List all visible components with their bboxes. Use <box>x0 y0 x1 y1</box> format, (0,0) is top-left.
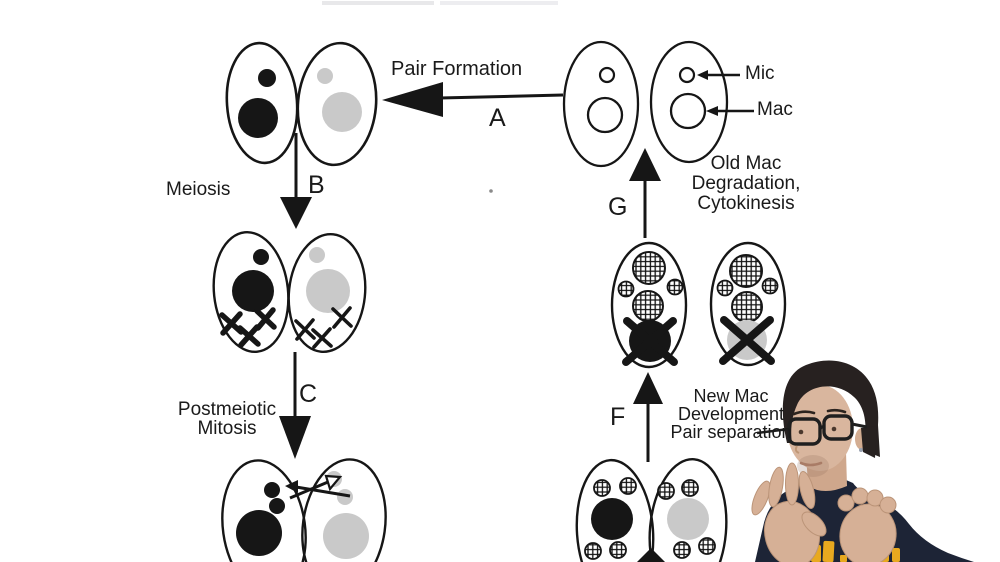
new-mac-line3: Pair separation <box>670 422 792 442</box>
macronucleus-disc <box>236 510 282 556</box>
mac-outline-circle <box>669 92 707 130</box>
presenter-hair <box>782 360 880 457</box>
earring <box>859 448 863 452</box>
micronucleus-crosshatch <box>761 277 779 295</box>
developing-mac-crosshatch <box>729 254 763 288</box>
presenter-eyebrows <box>792 408 847 416</box>
macronucleus-disc-gray <box>322 92 362 132</box>
label-step-a: A <box>489 104 506 132</box>
presenter-hands <box>751 462 897 562</box>
gametic-nucleus-dot <box>264 482 280 498</box>
mic-outline-circle <box>678 66 696 84</box>
meiotic-product-crosses-thin <box>294 306 353 349</box>
macronucleus-disc-gray <box>306 269 350 313</box>
micronucleus-dot-gray <box>317 68 333 84</box>
cell-outline <box>221 459 307 562</box>
arrow-a-pair-formation <box>382 82 564 117</box>
cell-pair-fertilization <box>575 457 728 562</box>
new-mac-line1: New Mac <box>693 386 769 406</box>
arrow-c-postmeiotic <box>279 352 311 459</box>
presenter-eye <box>831 426 837 432</box>
micronucleus-crosshatch <box>716 279 734 297</box>
cell-pair-exconjugants <box>562 40 729 168</box>
arrow-b-meiosis <box>280 133 312 229</box>
presenter-nose <box>794 445 800 454</box>
postmeiotic-line1: Postmeiotic <box>177 399 277 420</box>
old-mac-line1: Old Mac <box>710 153 782 174</box>
mac-outline-circle <box>586 96 624 134</box>
new-mac-line2: Development <box>677 404 785 424</box>
macronucleus-disc <box>232 270 274 312</box>
presenter-webcam <box>751 360 974 562</box>
developing-mac-crosshatch <box>632 290 664 322</box>
stray-dot <box>489 189 493 193</box>
macronucleus-disc-gray <box>323 513 369 559</box>
label-step-g: G <box>608 193 628 221</box>
old-mac-line2: Degradation, <box>691 173 801 194</box>
label-meiosis: Meiosis <box>166 179 231 200</box>
degrading-mac-x-gray <box>719 316 775 365</box>
label-mac: Mac <box>757 99 793 120</box>
arrow-f-new-mac <box>633 372 663 462</box>
meiotic-product-crosses-bold <box>219 307 277 348</box>
micronucleus-dot-gray <box>309 247 325 263</box>
label-mic: Mic <box>745 63 775 84</box>
micronucleus-crosshatch <box>666 278 684 296</box>
cell-pair-exchange <box>221 458 387 562</box>
presenter-mouth <box>799 461 823 467</box>
cell-outline <box>212 231 290 353</box>
cell-pair-meiosis <box>212 231 367 354</box>
cell-outline <box>709 241 787 367</box>
cell-pair-conjugants <box>225 41 378 167</box>
developing-mac-crosshatch <box>731 291 763 323</box>
mac-pointer-arrow <box>706 106 754 116</box>
label-pair-formation: Pair Formation <box>391 58 523 80</box>
arrow-e-partial <box>637 548 665 562</box>
micronucleus-dot <box>258 69 276 87</box>
gametic-nucleus-dot-gray <box>337 489 353 505</box>
exchange-arrows <box>285 474 351 500</box>
cells-new-mac-development <box>610 241 787 369</box>
micronucleus-crosshatch <box>617 280 635 298</box>
old-mac-line3: Cytokinesis <box>697 193 795 214</box>
cell-outline <box>562 40 640 168</box>
macronucleus-disc-gray <box>667 498 709 540</box>
label-old-mac-degradation: Old Mac Degradation, Cytokinesis <box>679 154 813 214</box>
label-postmeiotic-mitosis: Postmeiotic Mitosis <box>160 400 294 438</box>
zygotic-nuclei-crosshatch <box>584 477 716 560</box>
label-new-mac-development: New Mac Development Pair separation <box>661 387 801 441</box>
presenter-sideburn <box>861 426 877 458</box>
micronucleus-dot <box>253 249 269 265</box>
macronucleus-disc <box>238 98 278 138</box>
cell-outline <box>610 241 688 369</box>
mic-outline-circle <box>598 66 616 84</box>
cell-outline <box>648 457 728 562</box>
postmeiotic-line2: Mitosis <box>197 418 257 439</box>
glasses <box>756 414 868 446</box>
label-step-f: F <box>610 403 626 431</box>
macronucleus-disc <box>591 498 633 540</box>
cell-outline <box>301 458 387 562</box>
mic-pointer-arrow <box>697 70 740 80</box>
degrading-mac-x <box>622 317 678 366</box>
developing-mac-crosshatch <box>632 251 666 285</box>
label-step-b: B <box>308 171 325 199</box>
label-step-c: C <box>299 380 318 408</box>
presenter-eye <box>798 429 804 435</box>
arrow-g-old-mac <box>629 148 661 238</box>
cell-outline <box>575 458 655 562</box>
cell-outline <box>649 40 729 164</box>
title-remnant-bar <box>322 1 558 5</box>
cell-outline <box>296 41 378 167</box>
gametic-nucleus-dot <box>269 498 285 514</box>
cell-outline <box>287 232 367 354</box>
